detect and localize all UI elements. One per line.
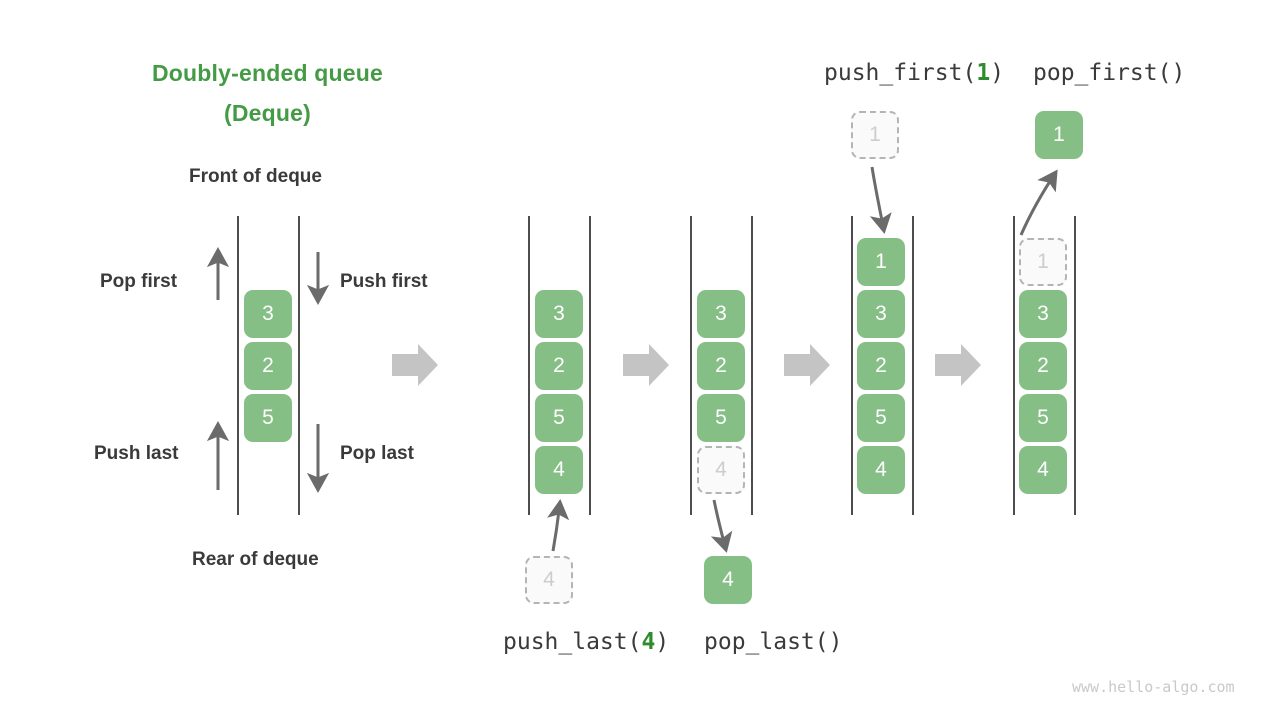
deque-box: 3	[535, 290, 583, 338]
op-push-last-arg: 4	[641, 629, 656, 655]
push-first-motion-arrow-icon	[869, 166, 892, 234]
floating-box-pop-first-result: 1	[1035, 111, 1083, 159]
deque-box: 5	[535, 394, 583, 442]
deque-box: 4	[1019, 446, 1067, 494]
floating-box-pop-last-result: 4	[704, 556, 752, 604]
separator-arrow-icon-1	[392, 344, 438, 386]
deque-box: 4	[535, 446, 583, 494]
op-push-last-caption: push_last(4)	[503, 629, 669, 655]
page-title-line1: Doubly-ended queue	[151, 60, 384, 86]
deque-box: 4	[857, 446, 905, 494]
op-push-last-name: push_last(	[503, 629, 642, 655]
deque-box: 5	[244, 394, 292, 442]
op-push-last-close: )	[655, 629, 670, 655]
deque-box: 2	[535, 342, 583, 390]
rail-right-col1	[298, 216, 300, 515]
deque-box: 3	[857, 290, 905, 338]
deque-box: 2	[1019, 342, 1067, 390]
rail-right-col2	[589, 216, 591, 515]
rail-left-col4	[851, 216, 853, 515]
rail-right-col4	[912, 216, 914, 515]
floating-box-push-first-source: 1	[851, 111, 899, 159]
op-push-first-arg: 1	[976, 60, 991, 86]
page-title-line2: (Deque)	[223, 100, 311, 126]
rail-left-col5	[1013, 216, 1015, 515]
separator-arrow-icon-4	[935, 344, 981, 386]
deque-box: 5	[857, 394, 905, 442]
deque-box: 3	[1019, 290, 1067, 338]
separator-arrow-icon-2	[623, 344, 669, 386]
deque-box: 1	[857, 238, 905, 286]
rail-right-col3	[751, 216, 753, 515]
op-push-first-caption: push_first(1)	[824, 60, 1004, 86]
op-push-first-close: )	[990, 60, 1005, 86]
pop-first-label: Pop first	[100, 271, 178, 292]
rail-left-col3	[690, 216, 692, 515]
deque-box-ghost: 1	[1019, 238, 1067, 286]
push-last-motion-arrow-icon	[547, 499, 570, 552]
push-last-label: Push last	[94, 443, 179, 464]
deque-box: 3	[244, 290, 292, 338]
rail-left-col2	[528, 216, 530, 515]
deque-box: 5	[697, 394, 745, 442]
deque-box: 2	[244, 342, 292, 390]
separator-arrow-icon-3	[784, 344, 830, 386]
deque-box: 2	[697, 342, 745, 390]
op-pop-last-caption: pop_last()	[704, 629, 843, 655]
rail-right-col5	[1074, 216, 1076, 515]
rail-left-col1	[237, 216, 239, 515]
pop-last-label: Pop last	[340, 443, 414, 464]
op-push-first-name: push_first(	[824, 60, 977, 86]
floating-box-push-last-source: 4	[525, 556, 573, 604]
watermark: www.hello-algo.com	[1072, 678, 1235, 696]
pop-first-motion-arrow-icon	[1019, 169, 1058, 236]
deque-box: 3	[697, 290, 745, 338]
deque-box: 5	[1019, 394, 1067, 442]
deque-box-ghost: 4	[697, 446, 745, 494]
rear-of-deque-label: Rear of deque	[192, 549, 319, 570]
front-of-deque-label: Front of deque	[189, 166, 322, 187]
push-first-label: Push first	[340, 271, 428, 292]
deque-box: 2	[857, 342, 905, 390]
pop-last-motion-arrow-icon	[710, 499, 733, 553]
op-pop-first-caption: pop_first()	[1033, 60, 1186, 86]
